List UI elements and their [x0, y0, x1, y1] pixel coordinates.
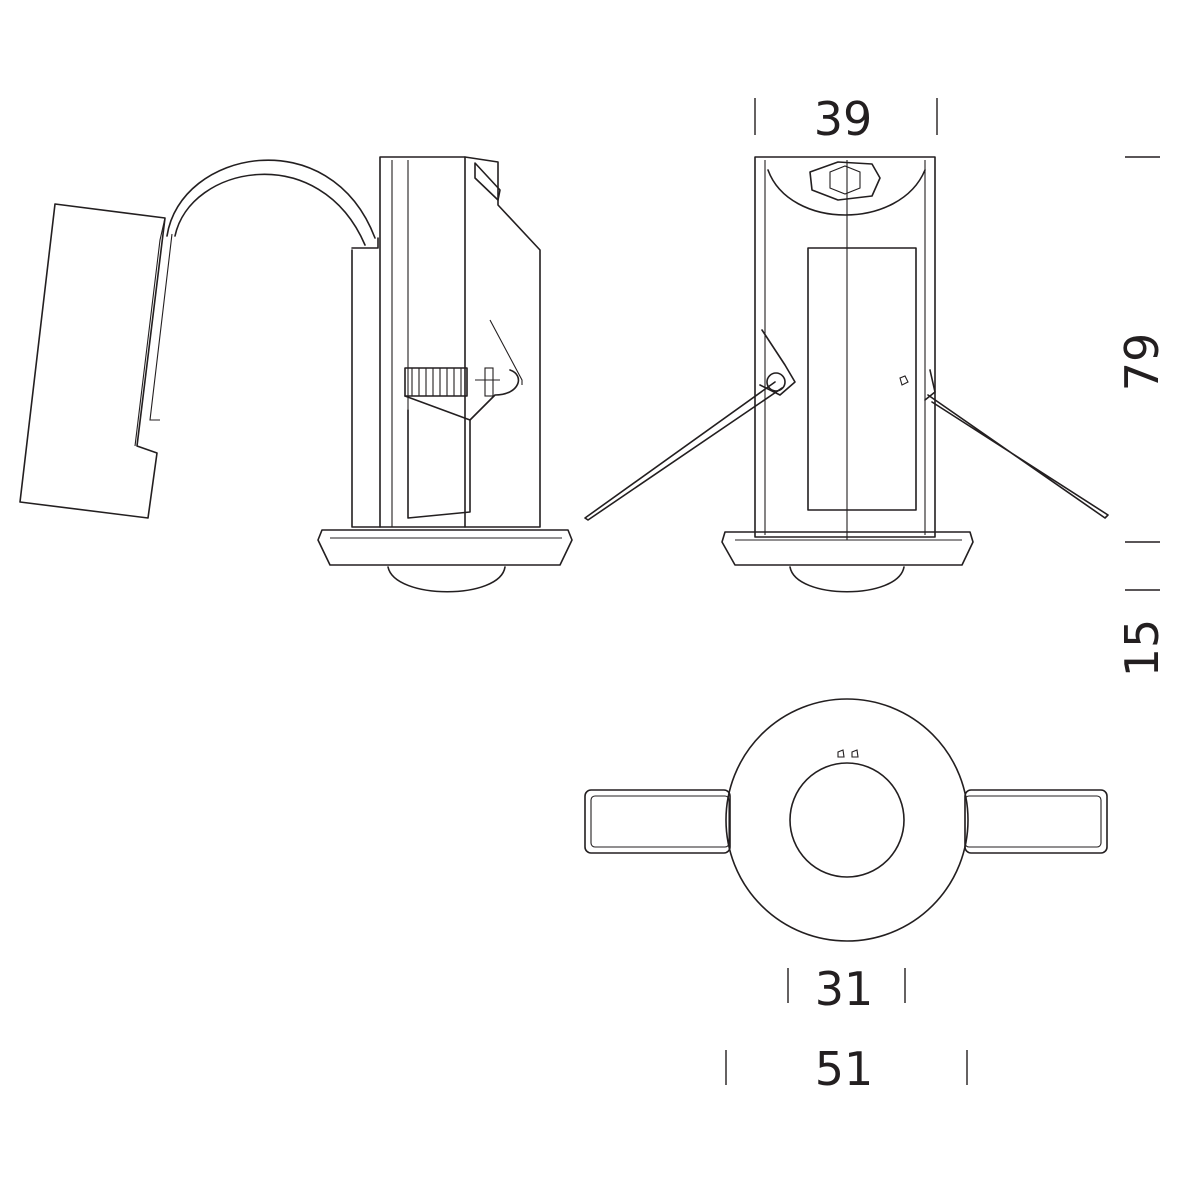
dim-width-top: 39 — [814, 92, 873, 146]
spring-arm-right — [927, 394, 1109, 519]
dimension-marks: 39 79 15 31 51 — [725, 92, 1169, 1096]
dim-height-lens: 15 — [1115, 619, 1169, 678]
front-bezel — [721, 531, 974, 566]
dim-diameter-inner: 31 — [815, 962, 874, 1016]
driver-box — [19, 203, 166, 519]
dim-diameter-outer: 51 — [815, 1042, 874, 1096]
label-plate — [807, 247, 917, 511]
inner-aperture — [789, 762, 905, 878]
nut — [809, 161, 881, 201]
bezel — [317, 529, 573, 566]
spring-arm-left — [584, 381, 783, 521]
side-view — [19, 156, 573, 593]
front-view — [584, 156, 1109, 593]
spring-coil — [404, 367, 468, 397]
lens — [387, 566, 506, 593]
top-view — [584, 698, 1108, 942]
cable — [166, 159, 376, 239]
housing-body — [379, 156, 466, 528]
bracket-right — [964, 789, 1108, 854]
bracket-left — [584, 789, 731, 854]
front-housing — [754, 156, 936, 538]
dim-height-body: 79 — [1115, 333, 1169, 392]
front-lens — [789, 566, 905, 593]
outer-ring — [725, 698, 969, 942]
